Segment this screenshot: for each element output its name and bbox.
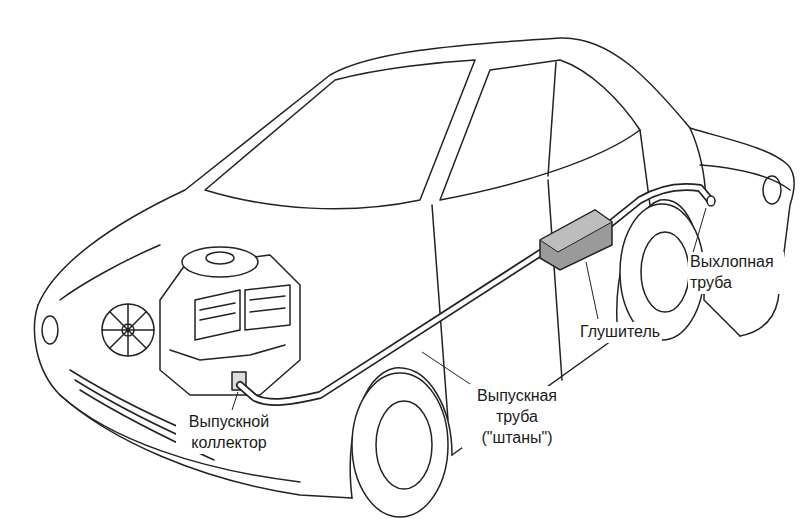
exhaust-tip-label: Выхлопная труба [688, 252, 784, 294]
exhaust-pipe-label: Выпускная труба ("штаны") [462, 386, 572, 448]
muffler [540, 210, 612, 270]
manifold-label: Выпускной коллектор [176, 412, 282, 454]
muffler-label: Глушитель [578, 322, 662, 343]
leader-lines [232, 208, 706, 410]
